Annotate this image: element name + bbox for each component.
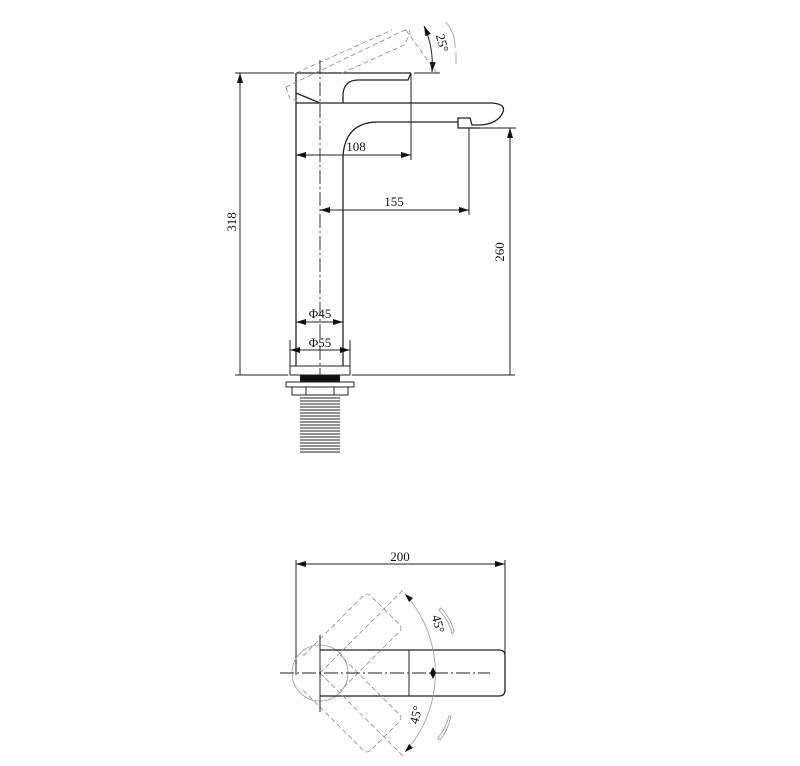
dim-label-d55: Φ55	[309, 335, 332, 350]
dim-label-155: 155	[384, 194, 404, 209]
rotation-arrow-icon	[445, 21, 457, 64]
handle-lifted-outline	[285, 28, 438, 101]
dim-label-318: 318	[224, 212, 239, 232]
rotation-arrow-icon	[437, 715, 452, 741]
angle-arc-25	[423, 25, 436, 73]
mounting-base	[285, 365, 355, 453]
dim-label-200: 200	[390, 549, 410, 564]
top-view: 200 45° 45°	[280, 549, 506, 759]
dim-label-260: 260	[492, 242, 507, 262]
faucet-handle	[295, 72, 412, 104]
rotation-arrow-icon	[438, 607, 455, 635]
spout-outline	[320, 649, 506, 697]
side-view: 318 25° 108 155 260 Φ45 Φ55	[224, 21, 516, 453]
handle-rotated-outlines	[302, 587, 406, 759]
faucet-spout	[296, 72, 505, 129]
threaded-shank	[300, 397, 340, 453]
angle-label-45-bottom: 45°	[406, 704, 425, 725]
dim-label-d45: Φ45	[309, 306, 332, 321]
dim-label-108: 108	[346, 139, 366, 154]
angle-label-45-top: 45°	[429, 613, 448, 634]
angle-label-25: 25°	[433, 32, 452, 53]
